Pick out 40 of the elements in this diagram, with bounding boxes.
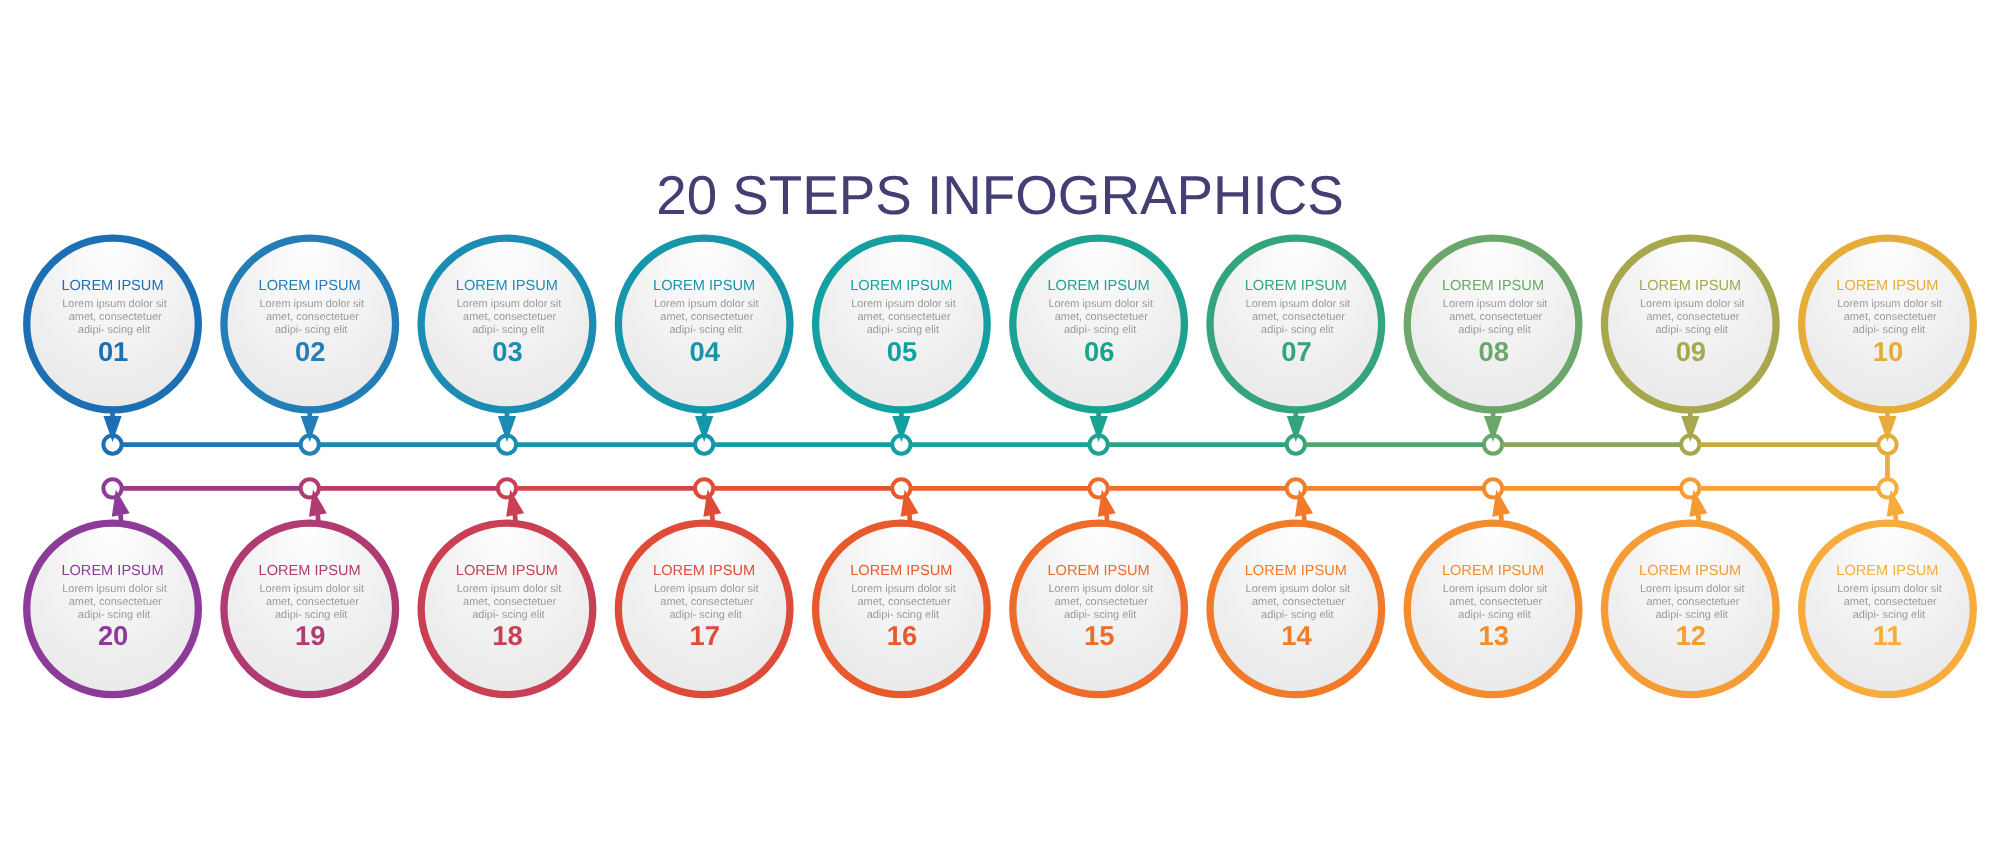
connector (1107, 484, 1287, 490)
node-circle (890, 476, 913, 499)
node-circle (101, 432, 124, 455)
connector (1885, 453, 1890, 478)
node-circle (1087, 476, 1110, 499)
connector (319, 441, 498, 446)
node-circle (495, 432, 519, 455)
connector (319, 484, 498, 490)
node-circle (693, 432, 716, 455)
diagram-title: 20 STEPS INFOGRAPHICS (656, 163, 1344, 226)
node-circle (1481, 432, 1505, 455)
connector (516, 441, 695, 446)
node-circle (298, 432, 321, 455)
connector (1107, 441, 1287, 446)
node-circle (298, 476, 321, 499)
node-circle (1679, 476, 1702, 499)
node-circle (1284, 476, 1307, 499)
node-circle (693, 476, 716, 499)
node-circle (495, 476, 519, 499)
node-circle (101, 476, 124, 499)
connector (121, 441, 301, 446)
connector (516, 484, 695, 490)
connector (713, 484, 892, 490)
connector (1305, 441, 1484, 446)
node-circle (1087, 432, 1110, 455)
connector (1699, 484, 1878, 490)
connector (910, 441, 1090, 446)
node-circle (1284, 432, 1307, 455)
connector (1502, 484, 1681, 490)
node-circle (1481, 476, 1505, 499)
connector (1699, 441, 1878, 446)
node-circle (1876, 432, 1899, 455)
connector (121, 484, 301, 490)
connector (1502, 441, 1681, 446)
connector (910, 484, 1090, 490)
node-circle (890, 432, 913, 455)
node-circle (1876, 476, 1899, 499)
connector (1305, 484, 1484, 490)
connector (713, 441, 892, 446)
node-circle (1679, 432, 1702, 455)
